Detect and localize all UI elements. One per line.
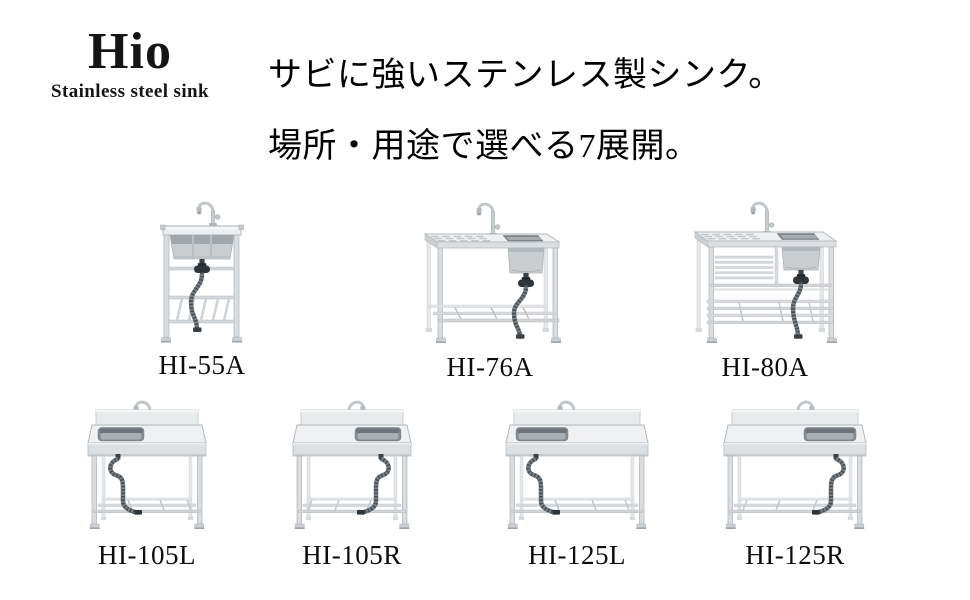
sink-illustration-HI-105R [292, 400, 412, 529]
side-slat-panel [714, 255, 774, 280]
backsplash [95, 409, 199, 426]
sink-basin [776, 233, 821, 271]
foot [707, 337, 717, 343]
sink-bowl [169, 234, 235, 260]
bottom-rack [168, 295, 235, 324]
apron [87, 442, 207, 457]
foot [551, 337, 561, 343]
sink-basin [514, 426, 570, 443]
foot [161, 337, 171, 343]
drain-hose-icon [790, 281, 804, 339]
drain-hose-icon [108, 456, 139, 515]
sink-basin [502, 235, 545, 274]
drain-hose-icon [188, 271, 205, 332]
tagline-line-2: 場所・用途で選べる7展開。 [268, 128, 700, 165]
bottom-rack [93, 497, 201, 514]
product-card: HI-105L [84, 398, 210, 570]
product-card: HI-76A [415, 196, 565, 382]
bottom-rack [706, 299, 834, 324]
drain-hose-icon [526, 456, 557, 515]
foot [725, 523, 736, 529]
backsplash [731, 409, 859, 426]
apron [723, 442, 867, 457]
backsplash [300, 409, 404, 426]
sink-basin [96, 426, 146, 443]
foot [436, 337, 446, 343]
brand-logo: Hio Stainless steel sink [28, 26, 232, 103]
faucet-icon [196, 201, 221, 227]
p-trap-icon [194, 259, 210, 273]
sink-illustration [415, 196, 565, 351]
apron [292, 442, 412, 457]
tagline-line-1: サビに強いステンレス製シンク。 [268, 57, 783, 94]
sink-illustration-HI-76A [423, 202, 561, 343]
sink-basin [802, 426, 858, 443]
foot [854, 523, 865, 529]
product-code-label: HI-105R [302, 540, 402, 570]
product-card: HI-125L [502, 398, 652, 570]
p-trap-icon [793, 270, 809, 284]
foot [399, 523, 410, 529]
sink-illustration [289, 398, 415, 539]
brand-name: Hio [88, 23, 172, 80]
drainboard-grooves [701, 233, 761, 240]
product-card: HI-55A [149, 196, 255, 380]
sink-illustration [84, 398, 210, 539]
foot [232, 337, 242, 343]
foot [636, 523, 647, 529]
product-card: HI-105R [289, 398, 415, 570]
apron [505, 442, 649, 457]
foot [507, 523, 518, 529]
faucet-icon [476, 202, 501, 237]
product-code-label: HI-55A [158, 350, 246, 380]
product-code-label: HI-105L [98, 540, 196, 570]
tagline: サビに強いステンレス製シンク。 場所・用途で選べる7展開。 [268, 56, 928, 167]
sink-illustration [149, 196, 255, 349]
product-code-label: HI-125L [528, 540, 626, 570]
faucet-icon [750, 201, 775, 235]
bottom-rack [729, 497, 861, 514]
backsplash [513, 409, 641, 426]
sink-illustration-HI-125R [723, 400, 867, 529]
sink-illustration-HI-105L [87, 400, 207, 529]
drain-hose-icon [815, 456, 846, 515]
sink-illustration-HI-55A [160, 201, 244, 343]
foot [89, 523, 100, 529]
foot [294, 523, 305, 529]
product-code-label: HI-76A [446, 352, 534, 382]
brand-subtitle: Stainless steel sink [51, 81, 209, 102]
product-card: HI-80A [687, 196, 843, 382]
bottom-rack [298, 497, 406, 514]
product-code-label: HI-125R [745, 540, 845, 570]
drain-hose-icon [511, 284, 529, 339]
sink-illustration [687, 196, 843, 351]
bottom-rack [511, 497, 643, 514]
bottom-rack [427, 304, 560, 323]
drain-hose-icon [360, 456, 391, 515]
drainboard-grooves [431, 235, 491, 242]
sink-illustration-HI-80A [693, 201, 838, 343]
sink-basin [353, 426, 403, 443]
p-trap-icon [518, 273, 534, 287]
sink-illustration [502, 398, 652, 539]
foot [194, 523, 205, 529]
sink-illustration [720, 398, 870, 539]
sink-illustration-HI-125L [505, 400, 649, 529]
product-code-label: HI-80A [721, 352, 809, 382]
product-card: HI-125R [720, 398, 870, 570]
foot [827, 337, 837, 343]
